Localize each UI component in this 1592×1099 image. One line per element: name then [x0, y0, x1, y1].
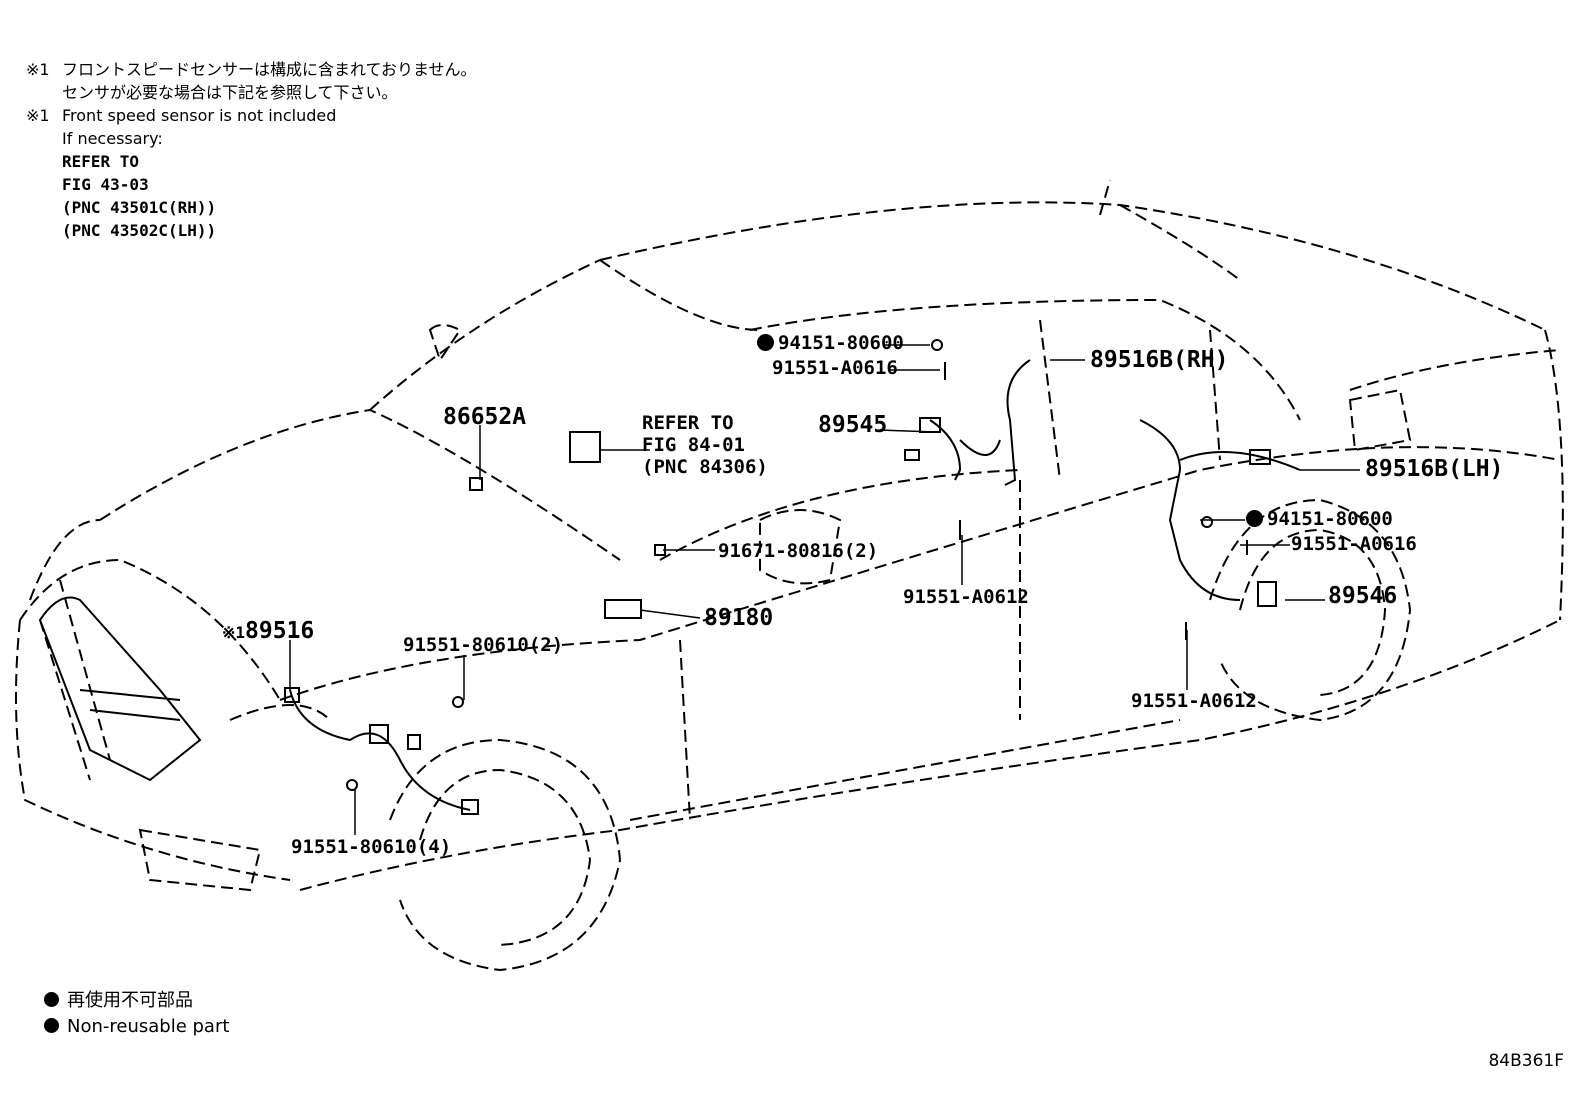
label-pnc-84306: (PNC 84306) [642, 456, 768, 478]
non-reusable-marker-icon [757, 334, 774, 351]
part-sketches [284, 339, 1301, 815]
label-89546: 89546 [1328, 583, 1398, 609]
label-94151-80600-right: 94151-80600 [1246, 508, 1393, 530]
label-91551-80610-2: 91551-80610(2) [403, 634, 564, 656]
label-89516: ※189516 [222, 618, 315, 644]
label-fig-84-01: FIG 84-01 [642, 434, 745, 456]
note-en-line1: ※1 Front speed sensor is not included [26, 104, 477, 127]
label-91671-80816: 91671-80816(2) [718, 540, 879, 562]
label-91551-a0612-low: 91551-A0612 [1131, 690, 1257, 712]
label-89545: 89545 [818, 412, 888, 438]
note-jp-text1: フロントスピードセンサーは構成に含まれておりません。 [62, 60, 477, 79]
note-ref-line4: (PNC 43502C(LH)) [62, 221, 217, 240]
legend-row-jp: 再使用不可部品 [44, 988, 229, 1014]
label-91551-a0612-mid: 91551-A0612 [903, 586, 1029, 608]
label-91551-80610-4: 91551-80610(4) [291, 836, 452, 858]
non-reusable-marker-icon [44, 992, 59, 1007]
label-refer-to: REFER TO [642, 412, 734, 434]
non-reusable-marker-icon [44, 1018, 59, 1033]
figure-id: 84B361F [1488, 1051, 1564, 1071]
note-en-mark: ※1 [26, 106, 50, 125]
legend: 再使用不可部品 Non-reusable part [44, 988, 229, 1040]
note-ref-line3: (PNC 43501C(RH)) [62, 198, 217, 217]
note-jp-line2: センサが必要な場合は下記を参照して下さい。 [62, 83, 398, 102]
label-91551-a0616-right: 91551-A0616 [1291, 533, 1417, 555]
label-89516b-lh: 89516B(LH) [1365, 456, 1504, 482]
label-89180: 89180 [704, 605, 774, 631]
note-jp-mark: ※1 [26, 60, 50, 79]
note-en-line2: If necessary: [62, 129, 163, 148]
non-reusable-marker-icon [1246, 510, 1263, 527]
note-ref-line2: FIG 43-03 [62, 175, 149, 194]
notes-block: ※1 フロントスピードセンサーは構成に含まれておりません。 センサが必要な場合は下… [26, 58, 477, 242]
label-94151-80600-top: 94151-80600 [757, 332, 904, 354]
legend-row-en: Non-reusable part [44, 1014, 229, 1040]
label-86652a: 86652A [443, 404, 527, 430]
car-outline [15, 179, 1564, 972]
note-en-text1: Front speed sensor is not included [62, 106, 337, 125]
note-jp-line1: ※1 フロントスピードセンサーは構成に含まれておりません。 [26, 58, 477, 81]
label-89516-mark: ※1 [222, 623, 246, 642]
note-ref-line1: REFER TO [62, 152, 140, 171]
label-89516b-rh: 89516B(RH) [1090, 347, 1229, 373]
grille-outline [38, 596, 202, 782]
label-91551-a0616-top: 91551-A0616 [772, 357, 898, 379]
